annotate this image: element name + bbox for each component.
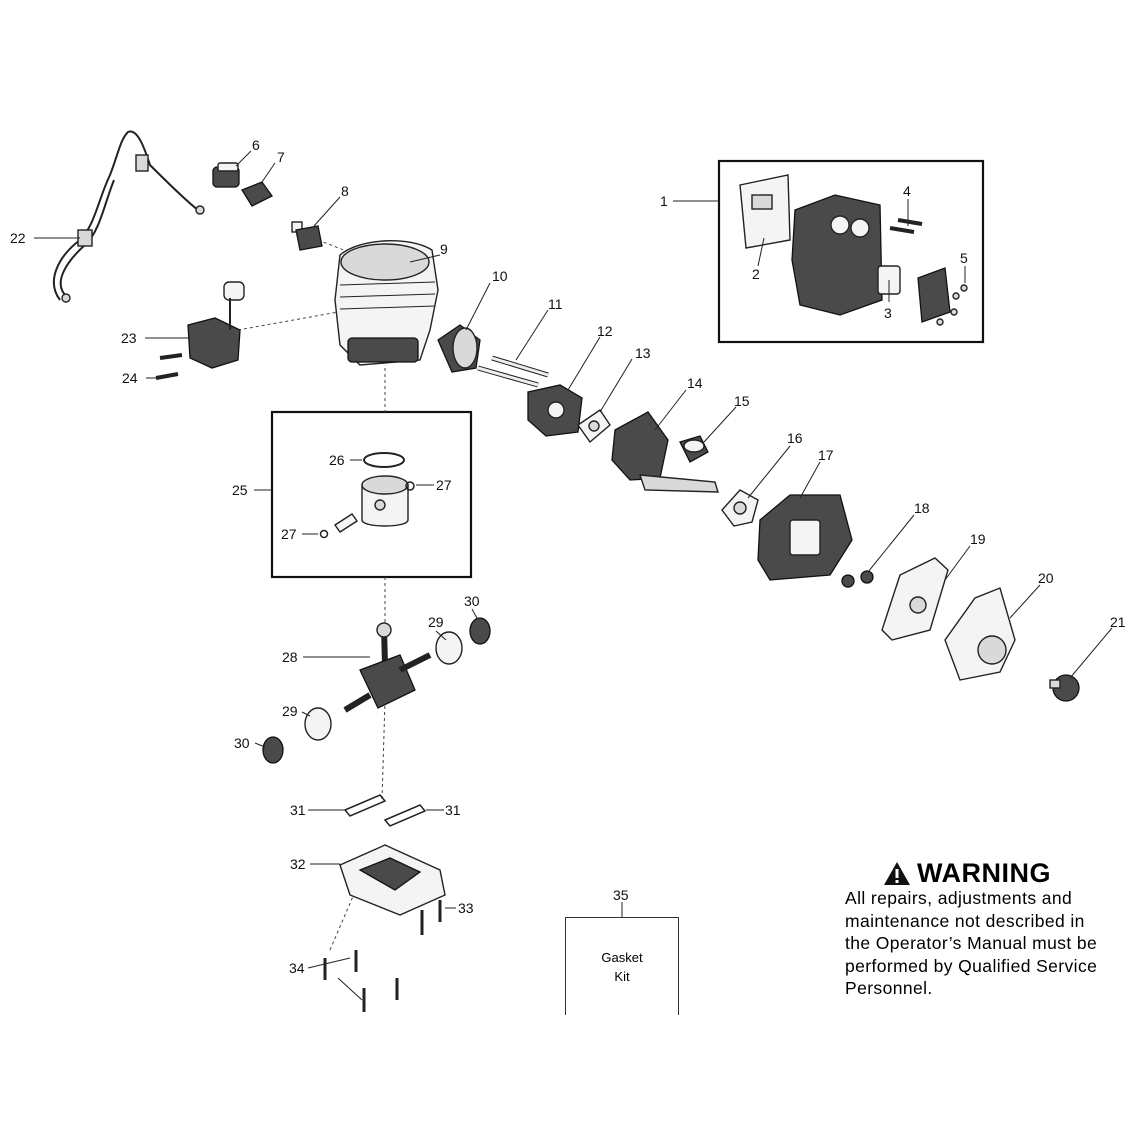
- callout-27a: 27: [436, 477, 452, 493]
- centerline-ignition: [237, 311, 339, 331]
- callout-4: 4: [903, 183, 911, 199]
- warning-line: Personnel.: [845, 978, 933, 998]
- callouts: 1 2 3 4 5 6 7 8 9 10 11 12 13 14 15 16 1…: [10, 137, 1126, 1001]
- callout-6: 6: [252, 137, 260, 153]
- spark-plug-part: [291, 221, 323, 251]
- warning-triangle-icon: [884, 862, 910, 885]
- piston-assembly-box: [270, 410, 473, 579]
- callout-2: 2: [752, 266, 760, 282]
- air-box-part: [757, 494, 853, 581]
- piston-pin-part: [334, 513, 358, 533]
- callout-28: 28: [282, 649, 298, 665]
- callout-23: 23: [121, 330, 137, 346]
- callout-34: 34: [289, 960, 305, 976]
- primer-bulb-part: [679, 435, 709, 463]
- wire-harness-part: [53, 130, 205, 303]
- cover-knob-part: [1049, 674, 1080, 702]
- callout-1: 1: [660, 193, 668, 209]
- callout-14: 14: [687, 375, 703, 391]
- callout-15: 15: [734, 393, 750, 409]
- gasket-kit-box: Gasket Kit: [565, 917, 679, 1015]
- callout-22: 22: [10, 230, 26, 246]
- callout-16: 16: [787, 430, 803, 446]
- intake-boot-part: [437, 324, 481, 373]
- callout-31b: 31: [445, 802, 461, 818]
- carburetor-adapter-part: [527, 384, 583, 437]
- callout-9: 9: [440, 241, 448, 257]
- callout-33: 33: [458, 900, 474, 916]
- ignition-module-part: [187, 281, 245, 369]
- callout-20: 20: [1038, 570, 1054, 586]
- crankcase-part: [339, 844, 446, 916]
- callout-19: 19: [970, 531, 986, 547]
- muffler-bolts-part: [889, 218, 923, 234]
- switch-part: [212, 162, 240, 188]
- carburetor-part: [611, 411, 719, 493]
- callout-5: 5: [960, 250, 968, 266]
- callout-7: 7: [277, 149, 285, 165]
- piston-clip-part: [319, 481, 415, 539]
- callout-29a: 29: [428, 614, 444, 630]
- cylinder-part: [334, 240, 439, 366]
- piston-part: [361, 475, 409, 527]
- callout-17: 17: [818, 447, 834, 463]
- air-box-gasket-part: [721, 489, 759, 527]
- muffler-body-part: [791, 194, 883, 316]
- gasket-kit-line2: Kit: [614, 969, 630, 984]
- warning-line: performed by Qualified Service: [845, 955, 1098, 976]
- carburetor-bolts-part: [477, 355, 549, 388]
- callout-30a: 30: [464, 593, 480, 609]
- crankshaft-seal-part: [262, 617, 491, 764]
- callout-21: 21: [1110, 614, 1126, 630]
- callout-29b: 29: [282, 703, 298, 719]
- callout-32: 32: [290, 856, 306, 872]
- warning-line: All repairs, adjustments and: [845, 888, 1073, 908]
- warning-title-text: WARNING: [917, 858, 1051, 888]
- callout-25: 25: [232, 482, 248, 498]
- piston-ring-part: [363, 452, 405, 468]
- callout-24: 24: [122, 370, 138, 386]
- centerline-bolts: [329, 879, 361, 951]
- air-filter-cover-part: [944, 587, 1016, 681]
- callout-13: 13: [635, 345, 651, 361]
- callout-18: 18: [914, 500, 930, 516]
- callout-3: 3: [884, 305, 892, 321]
- ignition-bolts-part: [155, 353, 183, 380]
- crankcase-gasket-part: [343, 794, 427, 827]
- warning-line: the Operator’s Manual must be: [845, 933, 1098, 953]
- callout-27b: 27: [281, 526, 297, 542]
- warning-body: All repairs, adjustments and maintenance…: [845, 887, 1144, 1000]
- callout-8: 8: [341, 183, 349, 199]
- gasket-kit-line1: Gasket: [601, 950, 643, 965]
- callout-11: 11: [548, 296, 563, 312]
- crankshaft-bearing-part: [304, 631, 463, 741]
- callout-30b: 30: [234, 735, 250, 751]
- muffler-gasket-part: [739, 174, 791, 249]
- callout-12: 12: [597, 323, 613, 339]
- muffler-assembly-box: [717, 159, 985, 344]
- crankcase-bolts-part: [323, 900, 442, 1012]
- air-filter-nuts-part: [841, 570, 874, 588]
- crankshaft-part: [343, 622, 432, 713]
- warning-notice: WARNING All repairs, adjustments and mai…: [845, 858, 1144, 1000]
- muffler-screen-part: [917, 267, 968, 326]
- warning-line: maintenance not described in: [845, 910, 1085, 931]
- warning-title: WARNING: [883, 858, 1144, 889]
- callout-26: 26: [329, 452, 345, 468]
- centerline-vertical-3: [381, 699, 386, 801]
- callout-10: 10: [492, 268, 508, 284]
- air-filter-part: [881, 557, 949, 641]
- callout-35: 35: [613, 887, 629, 903]
- callout-31a: 31: [290, 802, 306, 818]
- switch-cover-part: [241, 181, 273, 207]
- carburetor-gasket-part: [577, 409, 611, 444]
